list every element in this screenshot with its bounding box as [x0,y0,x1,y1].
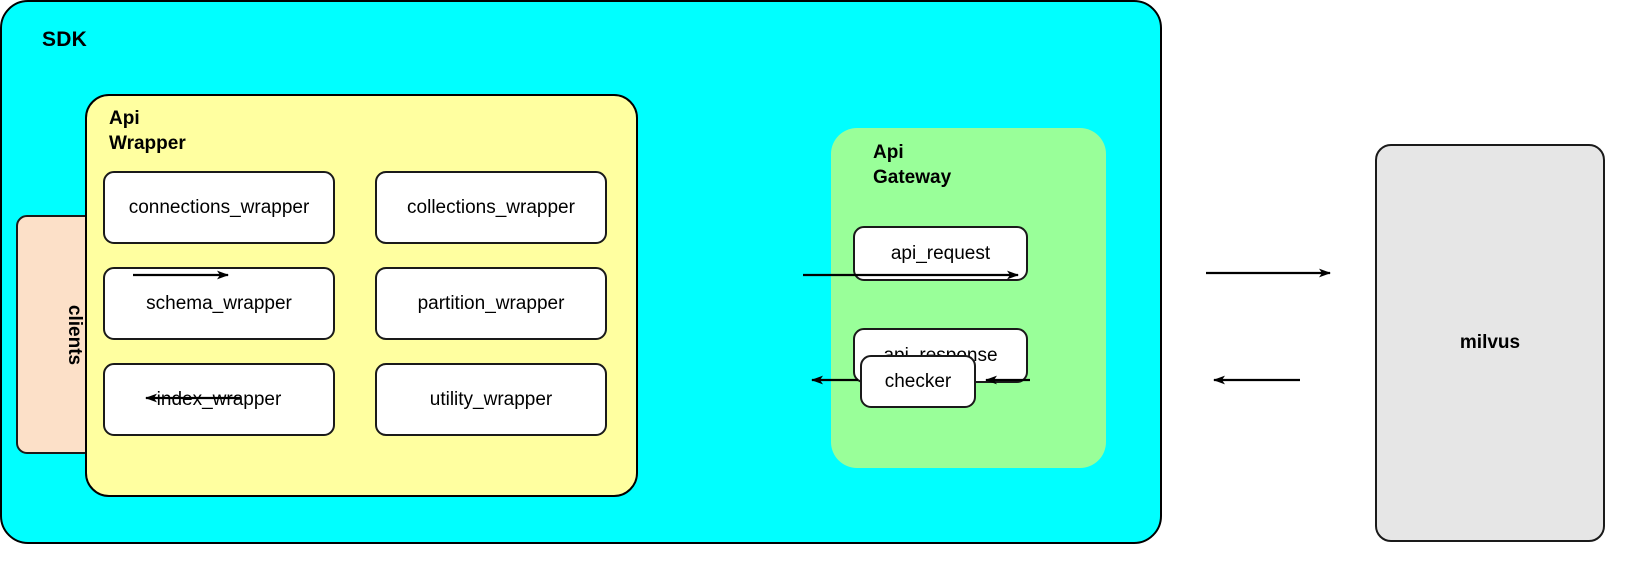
node-label: api_request [890,242,991,264]
module-schema-wrapper[interactable]: schema_wrapper [103,267,335,340]
module-partition-wrapper[interactable]: partition_wrapper [375,267,607,340]
api-wrapper-label: Api Wrapper [109,108,186,155]
node-checker[interactable]: checker [860,355,976,408]
module-label: connections_wrapper [128,196,310,218]
module-utility-wrapper[interactable]: utility_wrapper [375,363,607,436]
clients-label: clients [63,304,85,365]
sdk-container[interactable]: SDK Api Wrapper connections_wrapper coll… [0,0,1162,544]
module-label: schema_wrapper [146,292,292,314]
module-collections-wrapper[interactable]: collections_wrapper [375,171,607,244]
module-connections-wrapper[interactable]: connections_wrapper [103,171,335,244]
api-gateway-label: Api Gateway [873,142,952,189]
api-wrapper-container[interactable]: Api Wrapper connections_wrapper collecti… [85,94,638,497]
module-label: index_wrapper [156,388,282,410]
node-label: checker [884,370,952,392]
milvus-label: milvus [1459,332,1521,353]
module-label: utility_wrapper [429,388,553,410]
module-label: partition_wrapper [417,292,565,314]
module-label: collections_wrapper [407,196,575,218]
milvus-node[interactable]: milvus [1375,144,1605,542]
node-api-request[interactable]: api_request [853,226,1028,281]
api-gateway-container[interactable]: Api Gateway api_request api_response [831,128,1106,468]
module-index-wrapper[interactable]: index_wrapper [103,363,335,436]
sdk-label: SDK [42,28,87,51]
